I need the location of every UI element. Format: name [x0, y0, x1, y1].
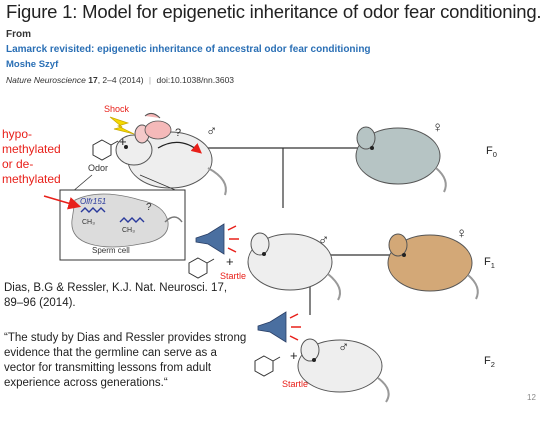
generation-label-f1: F1 [484, 256, 495, 271]
benzene-icon [254, 355, 281, 377]
author-link[interactable]: Moshe Szyf [6, 59, 59, 70]
quote-text: “The study by Dias and Ressler provides … [4, 332, 247, 389]
citation-separator: | [148, 75, 152, 85]
citation-line: Nature Neuroscience 17, 2–4 (2014) | doi… [6, 75, 234, 85]
benzene-icon [188, 257, 215, 279]
male-symbol-f1: ♂ [318, 232, 329, 249]
male-symbol-f0: ♂ [206, 123, 217, 140]
question-mark-f0: ? [175, 127, 181, 139]
citation-journal: Nature Neuroscience [6, 75, 86, 85]
citation-volume: 17 [88, 75, 98, 85]
sperm-label: Sperm cell [92, 246, 130, 255]
megaphone-icon [195, 223, 239, 255]
citation-doi: doi:10.1038/nn.3603 [156, 75, 235, 85]
sperm-cell-icon [59, 174, 186, 261]
generation-label-f2: F2 [484, 355, 495, 370]
methylation-annotation: hypo-methylated or de-methylated [2, 127, 61, 186]
startle-label-f2: Startle [282, 379, 308, 389]
reference-citation: Dias, B.G & Ressler, K.J. Nat. Neurosci.… [4, 282, 228, 309]
mouse-icon [247, 232, 341, 301]
dna-strand-2 [119, 217, 145, 223]
plus-f2: + [290, 348, 298, 363]
methyl-label-2: CH₃ [122, 227, 135, 234]
startle-label-f1: Startle [220, 271, 246, 281]
annotation-arrow [43, 195, 82, 210]
figure-title: Figure 1: Model for epigenetic inheritan… [6, 1, 542, 22]
odor-label: Odor [88, 163, 108, 173]
mouse-icon [297, 338, 390, 403]
slide-number: 12 [527, 393, 536, 402]
question-mark-sperm: ? [146, 202, 152, 213]
benzene-icon [92, 139, 119, 161]
plus-f1: + [226, 254, 234, 269]
generation-label-f0: F0 [486, 145, 497, 160]
mouse-icon [387, 233, 479, 300]
from-label: From [6, 29, 31, 40]
female-symbol-f1: ♀ [456, 225, 467, 242]
lightning-icon [109, 116, 135, 135]
plus-f0: + [119, 134, 127, 149]
female-symbol-f0: ♀ [432, 119, 443, 136]
mouse-icon [355, 126, 447, 193]
citation-pages-year: , 2–4 (2014) [97, 75, 144, 85]
gene-label: Olfr151 [80, 197, 106, 206]
article-title-link[interactable]: Lamarck revisited: epigenetic inheritanc… [6, 44, 371, 55]
megaphone-icon [257, 311, 301, 343]
male-symbol-f2: ♂ [338, 339, 349, 356]
shock-label: Shock [104, 104, 130, 114]
dna-strand-1 [80, 207, 106, 213]
methyl-label-1: CH₃ [82, 219, 95, 226]
